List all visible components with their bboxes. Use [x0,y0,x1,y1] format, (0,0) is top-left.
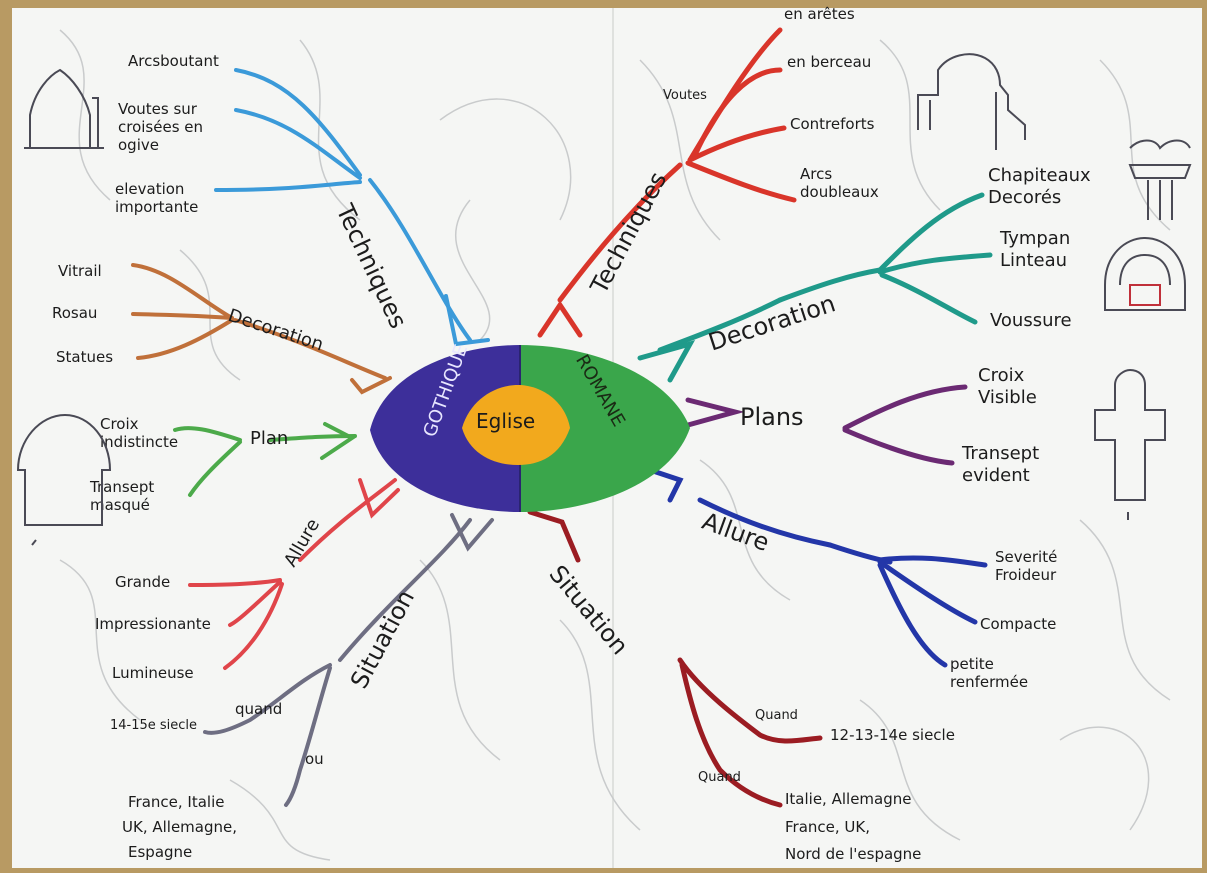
branch-gothique-plan [173,422,357,497]
gothique-plan-item-1: Croix indistincte [100,415,179,451]
background-doodles [59,29,1171,861]
gothique-decoration-item-3: Statues [56,348,114,366]
gothique-situation-quand-value: 14-15e siecle [110,718,198,733]
branch-romane-plans [685,384,968,466]
romane-plans-item-2: Transept evident [962,443,1040,486]
capital-column-sketch [1128,139,1192,220]
gothique-situation-ou-line-1: France, Italie [128,793,225,811]
branch-romane-situation [527,509,823,808]
romanesque-vault-sketch [917,53,1026,150]
romane-voutes-item-2: en berceau [787,53,872,71]
gothique-decoration-item-2: Rosau [52,304,98,322]
gothique-techniques-item-2: Voutes sur croisées en ogive [118,100,204,154]
branch-gothique-situation [203,513,494,807]
gothique-plan-item-2: Transept masqué [90,478,155,514]
branch-romane-techniques [537,27,797,338]
branch-gothique-allure [188,478,400,670]
branch-romane-decoration [637,192,993,383]
romane-decoration-item-3: Voussure [990,310,1072,331]
romane-plans-item-1: Croix Visible [978,365,1037,408]
branch-romane-allure [647,467,988,668]
romane-techniques-item-2: Arcs doubleaux [800,165,879,201]
central-ellipse [370,345,690,512]
gothic-facade-sketch [24,68,104,149]
gothique-allure-item-2: Impressionante [95,615,211,633]
romane-voutes-label: Voutes [663,88,707,103]
romanesque-floor-plan-sketch [1094,368,1166,520]
tympanum-arch-sketch [1104,236,1186,311]
romane-situation-quand2-label: Quand [698,770,741,785]
branch-gothique-decoration [131,263,392,395]
gothique-situation-quand-label: quand [235,700,283,718]
romane-decoration-item-2: Tympan Linteau [1000,228,1071,271]
branch-gothique-techniques [214,68,490,347]
romane-situation-quand2-line-3: Nord de l'espagne [785,845,922,863]
romane-situation-quand1-value: 12-13-14e siecle [830,726,955,744]
gothic-floor-plan-sketch [16,413,112,546]
romane-allure-item-1: Severité Froideur [995,548,1058,584]
gothique-allure-item-3: Lumineuse [112,664,194,682]
gothique-techniques-item-3: elevation importante [115,180,199,216]
romane-voutes-item-1: en arêtes [784,5,855,23]
gothique-situation-ou-line-2: UK, Allemagne, [122,818,238,836]
romane-decoration-item-1: Chapiteaux Decorés [988,165,1091,208]
center-label: Eglise [476,409,536,433]
gothique-allure-item-1: Grande [115,573,171,591]
romane-allure-item-2: Compacte [980,615,1057,633]
gothique-techniques-item-1: Arcsboutant [128,52,219,70]
romane-situation-quand2-line-1: Italie, Allemagne [785,790,912,808]
romane-plans-title: Plans [740,403,804,431]
romane-situation-quand1-label: Quand [755,708,798,723]
romane-techniques-item-1: Contreforts [790,115,875,133]
gothique-situation-ou-line-3: Espagne [128,843,193,861]
gothique-decoration-item-1: Vitrail [58,262,102,280]
gothique-situation-ou-label: ou [305,750,324,768]
romane-allure-item-3: petite renfermée [950,655,1029,691]
gothique-plan-title: Plan [250,428,289,449]
romane-situation-quand2-line-2: France, UK, [785,818,870,836]
